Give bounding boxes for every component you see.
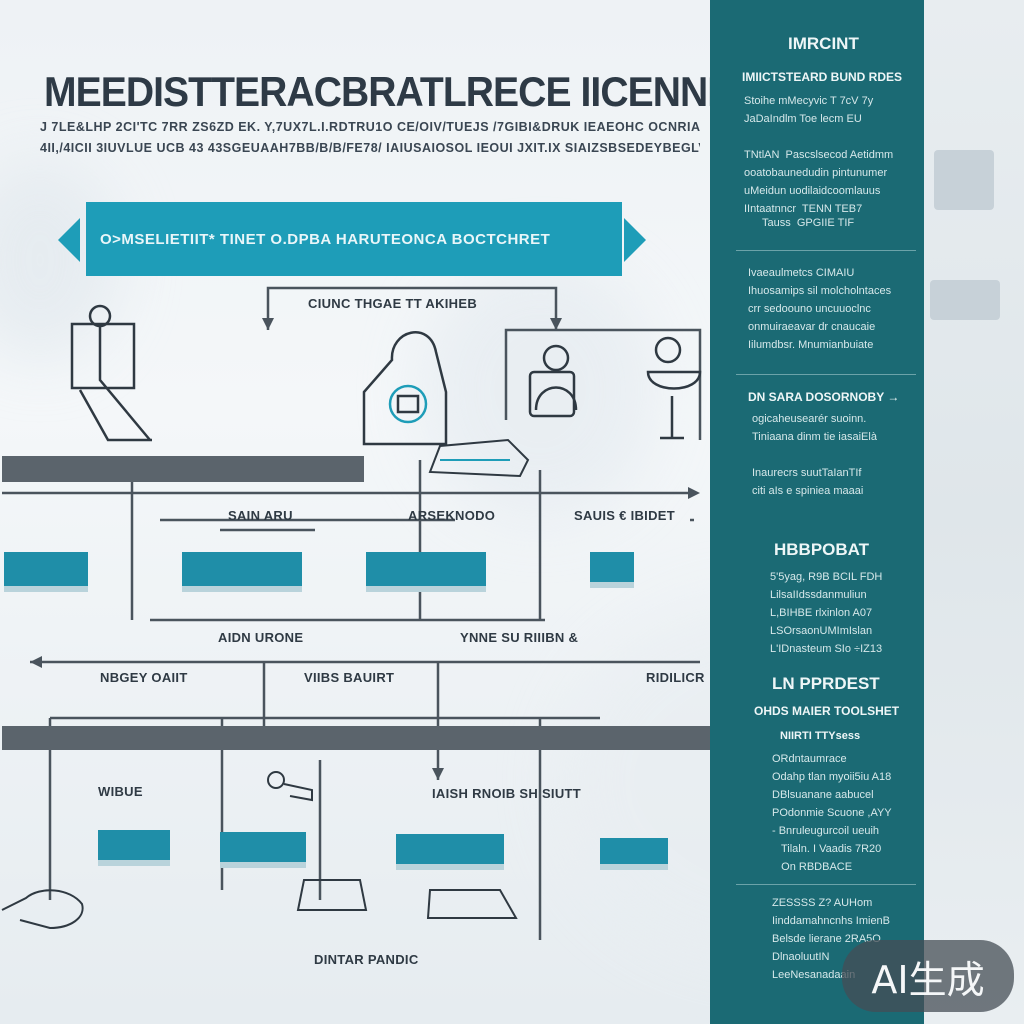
subtitle-line-1: J 7LE&LHP 2CI'TC 7RR ZS6ZD EK. Y,7UX7L.I… [40,120,700,134]
info-sidebar: IMRCINT IMIICTSTEARD BUND RDES Stoihe mM… [710,0,924,1024]
sidebar-subheading-4: OHDS MAIER TOOLSHET [754,704,900,718]
row3-label-mid: IAISH RNOIB SH SIUTT [432,786,582,801]
sidebar-text-1: Stoihe mMecyvic T 7cV 7y JaDaIndlm Toe l… [744,95,894,215]
row1-label-2: ARSEKNODO [408,508,496,523]
sidebar-divider [736,250,916,251]
row2-label-2: VIIBS BAUIRT [304,670,395,685]
sidebar-text-5: ORdntaumrace Odahp tlan myoii5iu A18 DBl… [772,753,892,873]
banner-arrow-right-icon [624,218,646,262]
sidebar-text-4: 5'5yag, R9B BCIL FDH LilsaIIdssdanmuliun… [770,571,883,655]
sidebar-text-6: ZESSSS Z? AUHom Iinddamahncnhs ImienB Be… [772,897,891,981]
flow-diagram [1,286,702,940]
background-photo-strip [924,0,1024,1024]
sidebar-divider [736,374,916,375]
row2-label-3: RIDILICR [646,670,705,685]
section-banner: O>MSELIETIIT* TINET O.DPBA HARUTEONCA BO… [86,202,622,276]
banner-text: O>MSELIETIIT* TINET O.DPBA HARUTEONCA BO… [100,230,551,248]
bottom-label: DINTAR PANDIC [314,952,419,967]
subtitle-line-2: 4II,/4ICII 3IUVLUE UCB 43 43SGEUAAH7BB/B… [40,141,700,155]
timeline-bar [2,726,710,750]
tool-icon [267,771,313,802]
sidebar-heading-4: LN PPRDEST [772,674,880,693]
sidebar-subheading-1: IMIICTSTEARD BUND RDES [742,70,903,84]
row1-label-1: SAIN ARU [228,508,293,523]
ai-generated-badge-text: AI生成 [871,957,985,1002]
container-icon [296,879,518,919]
scientist-icon [528,344,578,418]
timeline-bar [2,456,364,482]
connector-lines [2,286,702,940]
process-block [396,834,504,870]
process-block [220,832,306,868]
sidebar-text-2: Ivaeaulmetcs CIMAIU Ihuosamips sil molch… [748,267,892,351]
background-equipment [934,150,994,210]
row1-label-3: SAUIS € IBIDET [574,508,675,523]
presenter-icon [70,304,152,442]
background-equipment [930,280,1000,320]
process-block [98,830,170,866]
sidebar-divider [736,884,916,885]
process-block [600,838,668,870]
row3-label-left: WIBUE [98,784,143,799]
lab-lamp-icon [646,336,702,440]
lab-equipment-icon [428,438,530,478]
sidebar-heading-2: DN SARA DOSORNOBY → [748,390,900,404]
mid-label-2: YNNE SU RIIIBN & [460,630,579,645]
sidebar-subheading-4b: NIIRTI TTYsess [780,730,861,742]
hand-icon [1,889,84,930]
cloud-device-icon [362,331,448,446]
sidebar-heading-3: HBBPOBAT [774,540,870,559]
page-title: MEEDISTTERACBRATLRECE IICENNE [44,68,733,115]
diagram-top-label: CIUNC THGAE TT AKIHEB [308,296,478,311]
mid-label-1: AIDN URONE [218,630,304,645]
banner-arrow-left-icon [58,218,80,262]
arrowheads [30,318,700,780]
process-block [590,552,634,588]
process-block [366,552,486,592]
sidebar-text-1b: Tauss GPGIIE TIF [762,217,855,229]
process-block [4,552,88,592]
process-block [182,552,302,592]
sidebar-text-3: ogicaheusearér suoinn. Tiniaana dinm tie… [752,413,877,497]
ai-generated-badge: AI生成 [842,940,1014,1012]
sidebar-heading-1: IMRCINT [788,34,859,53]
row2-label-1: NBGEY OAIIT [100,670,188,685]
